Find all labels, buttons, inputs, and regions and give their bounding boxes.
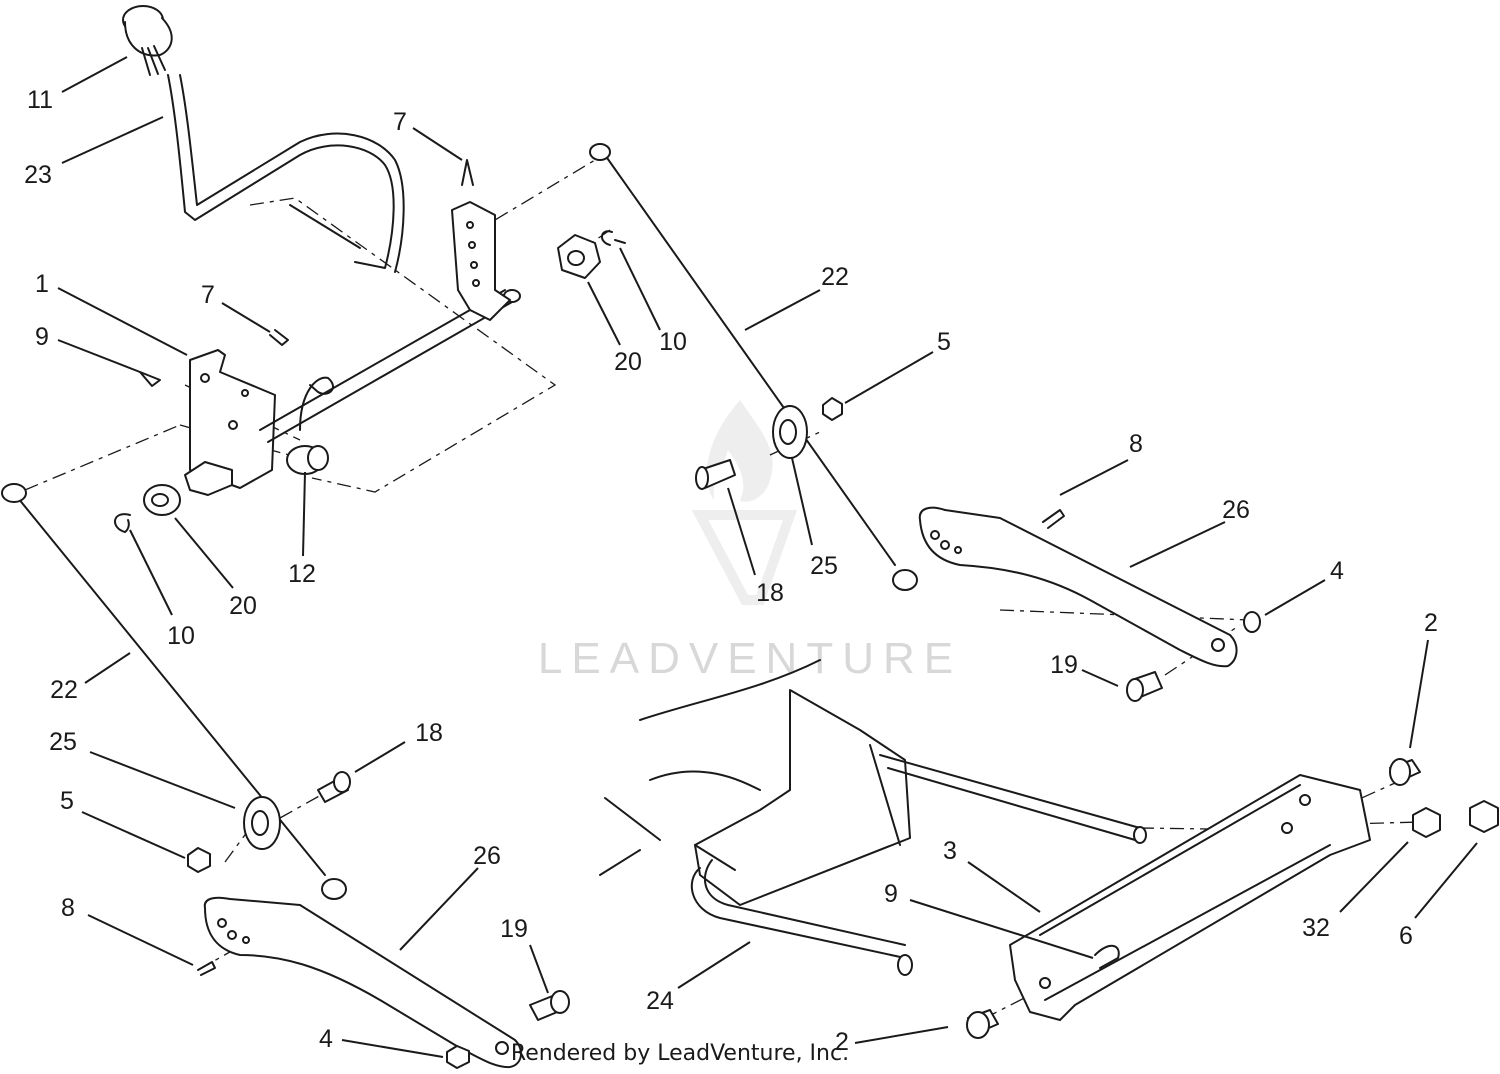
callout-label: 8 [1129, 430, 1143, 458]
hair-pin-left [139, 371, 161, 387]
callout-label: 2 [835, 1028, 849, 1056]
pivot-bracket [189, 349, 276, 489]
washer-upper [1243, 611, 1261, 633]
callout-label: 7 [201, 281, 215, 309]
lift-link-upper [918, 506, 1238, 668]
e-clip-right [601, 230, 626, 246]
callout-label: 18 [415, 719, 443, 747]
callout-label: 25 [49, 728, 77, 756]
shoulder-bolt-lower [317, 771, 351, 803]
callouts: 11 23 7 1 7 9 20 10 22 5 12 20 10 8 26 2… [24, 86, 1438, 1056]
callout-label: 11 [27, 86, 53, 114]
handle-knob [122, 5, 173, 76]
nut-6 [1469, 800, 1499, 833]
plug-upper [1389, 758, 1421, 786]
leader-lines [57, 56, 1478, 1058]
cotter-pin-top [461, 159, 474, 186]
lift-rod-24 [690, 859, 913, 976]
bolt-19-upper [1126, 671, 1163, 702]
callout-label: 6 [1399, 922, 1413, 950]
lift-arm-plate [451, 201, 511, 321]
callout-label: 2 [1424, 609, 1438, 637]
credit-text: Rendered by LeadVenture, Inc. [511, 1041, 849, 1066]
nut-upper [822, 397, 843, 421]
shoulder-bolt-upper [695, 459, 736, 490]
callout-label: 5 [60, 787, 74, 815]
lift-link-lower [203, 896, 522, 1069]
cotter-pin-8-lower [197, 961, 216, 976]
callout-label: 9 [884, 880, 898, 908]
nut-32 [1412, 807, 1441, 838]
callout-label: 32 [1302, 914, 1330, 942]
cotter-pin-left [269, 329, 289, 346]
callout-label: 23 [24, 161, 52, 189]
callout-label: 26 [473, 842, 501, 870]
bolt-19-lower [529, 990, 570, 1021]
plug-lower [966, 1009, 999, 1039]
callout-label: 19 [500, 915, 528, 943]
callout-label: 20 [614, 348, 642, 376]
nut-lower [187, 847, 211, 873]
frame-outline [599, 659, 1147, 906]
callout-label: 3 [943, 837, 957, 865]
callout-label: 9 [35, 323, 49, 351]
watermark-logo-icon [691, 400, 798, 605]
rear-bracket [1009, 774, 1371, 1021]
callout-label: 10 [659, 328, 687, 356]
callout-label: 12 [288, 560, 316, 588]
washer-lower [446, 1045, 470, 1069]
watermark-text: LEADVENTURE [538, 634, 962, 683]
torsion-spring [286, 376, 334, 475]
hair-pin-9-lower [1094, 944, 1120, 969]
callout-label: 22 [821, 263, 849, 291]
callout-label: 19 [1050, 651, 1078, 679]
callout-label: 5 [937, 328, 951, 356]
bushing-right [557, 234, 601, 279]
callout-label: 26 [1222, 496, 1250, 524]
callout-label: 4 [1330, 557, 1344, 585]
callout-label: 22 [50, 676, 78, 704]
callout-label: 4 [319, 1025, 333, 1053]
callout-label: 25 [810, 552, 838, 580]
bearing-lower [243, 796, 281, 850]
cotter-pin-8-upper [1042, 509, 1065, 529]
callout-label: 8 [61, 894, 75, 922]
bushing-left [143, 461, 233, 516]
callout-label: 10 [167, 622, 195, 650]
link-rod-upper [589, 143, 918, 591]
callout-label: 7 [393, 108, 407, 136]
callout-label: 18 [756, 579, 784, 607]
e-clip-left [114, 513, 131, 533]
bearing-upper [772, 405, 808, 459]
lift-handle-rod [167, 74, 405, 273]
callout-label: 24 [646, 987, 674, 1015]
callout-label: 1 [35, 270, 49, 298]
callout-label: 20 [229, 592, 257, 620]
